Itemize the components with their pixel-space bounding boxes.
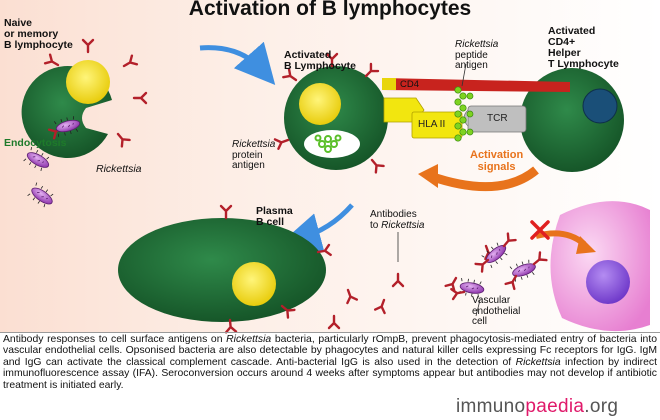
vascular-label-line3: cell xyxy=(472,316,488,327)
activation-signals-arrow xyxy=(428,166,539,192)
hla-label: HLA II xyxy=(418,119,446,130)
vascular-cell-label: Vascular endothelial cell xyxy=(472,295,521,328)
cd4-molecule xyxy=(382,78,570,92)
antibodies-label-italic: Rickettsia xyxy=(381,219,425,231)
brand-part3: .org xyxy=(584,396,619,417)
t-label-line3: Helper xyxy=(548,47,581,60)
protein-label-line3: antigen xyxy=(232,160,265,171)
naive-label-line1: Naive xyxy=(4,17,33,29)
peptide-label-leader xyxy=(461,63,467,87)
naive-label-line2: or memory xyxy=(4,28,59,41)
peptide-label-line1: Rickettsia xyxy=(455,39,499,50)
arrow-activated-to-plasma xyxy=(280,203,354,253)
antibodies-label: Antibodies to Rickettsia xyxy=(370,209,425,232)
caption-part5: infection by indirect immunofluorescence… xyxy=(3,356,657,391)
antibodies-label-line2: to Rickettsia xyxy=(370,219,425,232)
t-helper-cell xyxy=(520,68,624,172)
blocked-cross-icon xyxy=(530,220,550,240)
peptide-label-line3: antigen xyxy=(455,60,488,71)
t-label-line2: CD4+ xyxy=(548,36,576,49)
t-helper-label: Activated CD4+ Helper T Lymphocyte xyxy=(548,25,619,71)
activation-arrow-head xyxy=(418,164,438,188)
caption-part3: bacteria, particularly rOmpB, prevent ph… xyxy=(3,334,657,368)
activation-label-line1: Activation xyxy=(470,149,524,161)
vascular-label-leader xyxy=(475,299,481,317)
activated-b-label-line2: B Lymphocyte xyxy=(284,60,356,73)
peptide-label-line2: peptide xyxy=(455,49,488,61)
cd4-label: CD4 xyxy=(400,79,420,90)
activated-b-label: Activated B Lymphocyte xyxy=(284,49,356,73)
antibodies-label-prefix: to xyxy=(370,219,382,231)
naive-b-cell xyxy=(21,60,113,159)
protein-label-line1: Rickettsia xyxy=(232,139,276,150)
vascular-endothelial-cell xyxy=(550,201,650,332)
activated-b-label-line1: Activated xyxy=(284,49,332,61)
activation-signals-label: Activation signals xyxy=(470,149,524,173)
immunopaedia-logo[interactable]: immunopaedia.org xyxy=(456,396,618,418)
vascular-label-line1: Vascular xyxy=(472,295,511,306)
caption-part2: Rickettsia xyxy=(226,334,272,345)
plasma-label-line1: Plasma xyxy=(256,205,293,217)
brand-part1: immuno xyxy=(456,396,526,417)
diagram-title: Activation of B lymphocytes xyxy=(188,0,472,20)
blocked-entry-arrow-head xyxy=(576,236,596,254)
peptide-antigen-chain xyxy=(454,86,474,142)
hla-ii-molecule xyxy=(383,97,463,139)
plasma-b-cell xyxy=(118,218,326,322)
protein-antigen-label: Rickettsia protein antigen xyxy=(232,139,276,172)
caption-panel xyxy=(0,332,660,420)
activation-label-line2: signals xyxy=(477,160,516,173)
vascular-label-line2: endothelial xyxy=(472,305,521,317)
caption-part1: Antibody responses to cell surface antig… xyxy=(3,334,227,345)
endocytosis-label: Endocytosis xyxy=(4,137,67,149)
brand-part2: paedia xyxy=(525,396,585,417)
naive-label-line3: B lymphocyte xyxy=(4,39,73,52)
t-label-line1: Activated xyxy=(548,25,596,37)
caption-part4: Rickettsia xyxy=(515,356,561,368)
caption-text: Antibody responses to cell surface antig… xyxy=(3,334,657,391)
protein-antigen-vesicle-content xyxy=(314,134,342,153)
antibodies-label-line1: Antibodies xyxy=(370,209,417,220)
activated-b-cell xyxy=(284,66,388,170)
protein-label-line2: protein xyxy=(232,149,263,161)
arrow-naive-to-activated xyxy=(199,41,276,86)
plasma-cell-label: Plasma B cell xyxy=(256,205,293,229)
t-label-line4: T Lymphocyte xyxy=(548,58,619,71)
naive-cell-label: Naive or memory B lymphocyte xyxy=(4,17,73,52)
peptide-antigen-label: Rickettsia peptide antigen xyxy=(455,39,499,72)
plasma-label-line2: B cell xyxy=(256,216,285,229)
rickettsia-label: Rickettsia xyxy=(96,163,142,175)
tcr-label: TCR xyxy=(487,113,508,124)
